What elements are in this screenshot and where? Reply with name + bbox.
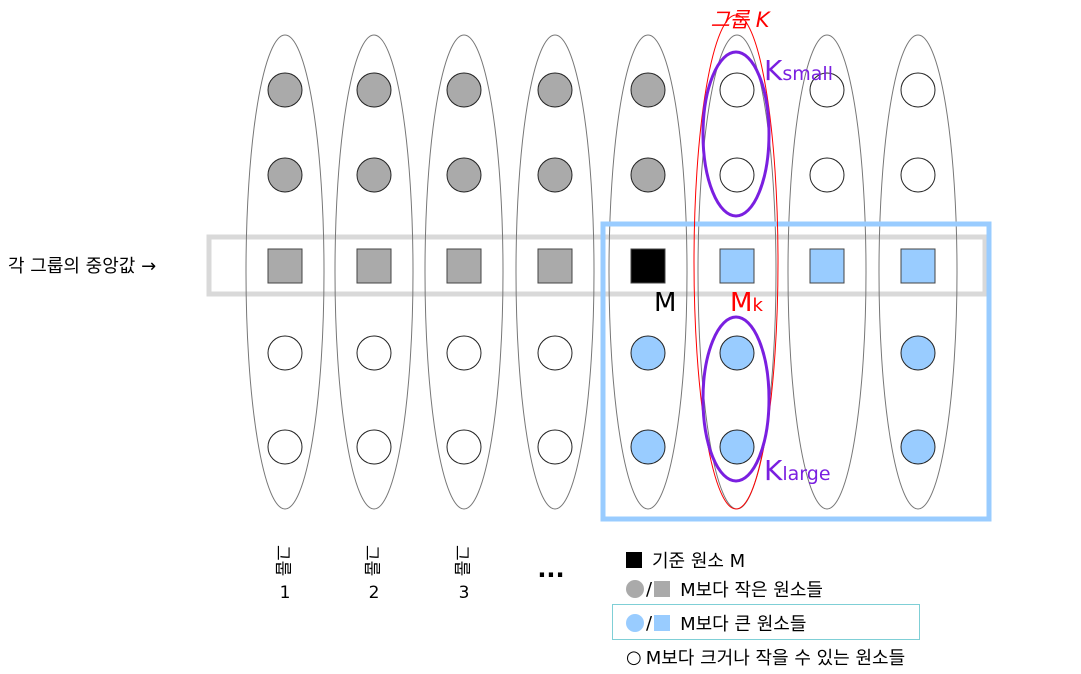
legend-larger: / M보다 큰 원소들 [626, 608, 806, 638]
white-circle-g1-r4 [267, 335, 303, 371]
gray-circle-g3-r2 [446, 157, 482, 193]
open-circle-icon: ○ [626, 646, 642, 668]
white-circle-g6-r1 [719, 72, 755, 108]
group-label-1-word: 그룹 [272, 545, 292, 576]
median-square-g3 [446, 248, 482, 284]
legend-smaller-text: M보다 작은 원소들 [680, 580, 823, 601]
group-label-2: 그룹 2 [361, 545, 381, 603]
blue-circle-g5-r5 [630, 429, 666, 465]
k-large-label: Klarge [764, 454, 831, 487]
legend-larger-text: M보다 큰 원소들 [680, 614, 807, 635]
legend-pivot-text: 기준 원소 M [652, 551, 746, 572]
median-square-g5 [630, 248, 666, 284]
white-circle-g4-r4 [537, 335, 573, 371]
k-small-main: K [764, 54, 783, 87]
median-square-g1 [267, 248, 303, 284]
m-label: M [654, 288, 676, 318]
group-label-1-num: 1 [280, 583, 291, 603]
blue-square-icon [654, 615, 671, 631]
white-circle-g3-r4 [446, 335, 482, 371]
median-square-g8 [900, 248, 936, 284]
white-circle-g1-r5 [267, 429, 303, 465]
larger-elements-box [600, 221, 992, 522]
legend-unknown: ○ M보다 크거나 작을 수 있는 원소들 [626, 642, 905, 672]
gray-circle-g2-r1 [356, 72, 392, 108]
group-columns [245, 34, 958, 510]
group-elements [267, 72, 936, 465]
group-column-3 [424, 34, 504, 510]
gray-circle-icon [626, 580, 644, 598]
gray-circle-g1-r2 [267, 157, 303, 193]
white-circle-g7-r1 [809, 72, 845, 108]
k-small-ellipse [701, 50, 771, 218]
legend-pivot: 기준 원소 M [626, 545, 745, 575]
group-column-5 [608, 34, 688, 510]
group-label-2-num: 2 [369, 583, 380, 603]
mk-sub: k [752, 295, 763, 316]
gray-circle-g3-r1 [446, 72, 482, 108]
gray-circle-g2-r2 [356, 157, 392, 193]
median-square-g6 [719, 248, 755, 284]
group-column-2 [334, 34, 414, 510]
k-large-main: K [764, 454, 783, 487]
legend-separator: / [646, 578, 653, 600]
legend-unknown-text: M보다 크거나 작을 수 있는 원소들 [645, 648, 906, 669]
group-label-1: 그룹 1 [272, 545, 292, 603]
k-large-sub: large [782, 463, 830, 485]
mk-main: M [730, 288, 752, 318]
black-square-icon [626, 552, 642, 568]
k-large-ellipse [701, 315, 771, 483]
white-circle-g2-r4 [356, 335, 392, 371]
blue-circle-g6-r4 [719, 335, 755, 371]
group-k-ellipse [693, 14, 779, 510]
k-small-sub: small [782, 63, 833, 85]
gray-square-icon [654, 581, 671, 597]
gray-circle-g1-r1 [267, 72, 303, 108]
gray-circle-g5-r2 [630, 157, 666, 193]
legend-separator: / [646, 612, 653, 634]
group-label-3-num: 3 [459, 583, 470, 603]
group-k-title: 그룹 K [710, 8, 771, 32]
group-label-3-word: 그룹 [451, 545, 471, 576]
white-circle-g6-r2 [719, 157, 755, 193]
white-circle-g2-r5 [356, 429, 392, 465]
white-circle-g3-r5 [446, 429, 482, 465]
columns-ellipsis: ... [537, 555, 564, 583]
median-row-box [206, 234, 988, 297]
median-square-g4 [537, 248, 573, 284]
gray-circle-g4-r1 [537, 72, 573, 108]
white-circle-g8-r2 [900, 157, 936, 193]
blue-circle-g8-r5 [900, 429, 936, 465]
group-column-7 [787, 34, 867, 510]
gray-circle-g5-r1 [630, 72, 666, 108]
larger-legend-box [612, 604, 920, 640]
group-column-8 [878, 34, 958, 510]
median-square-g7 [809, 248, 845, 284]
white-circle-g7-r2 [809, 157, 845, 193]
group-label-3: 그룹 3 [451, 545, 471, 603]
white-circle-g8-r1 [900, 72, 936, 108]
blue-circle-g5-r4 [630, 335, 666, 371]
median-row-label: 각 그룹의 중앙값 → [8, 256, 156, 277]
median-square-g2 [356, 248, 392, 284]
group-label-2-word: 그룹 [361, 545, 381, 576]
legend-smaller: / M보다 작은 원소들 [626, 574, 823, 604]
blue-circle-g6-r5 [719, 429, 755, 465]
blue-circle-g8-r4 [900, 335, 936, 371]
white-circle-g4-r5 [537, 429, 573, 465]
blue-circle-icon [626, 614, 644, 632]
k-small-label: Ksmall [764, 54, 833, 87]
group-column-4 [515, 34, 595, 510]
group-column-1 [245, 34, 325, 510]
mk-label: Mk [730, 288, 763, 318]
gray-circle-g4-r2 [537, 157, 573, 193]
